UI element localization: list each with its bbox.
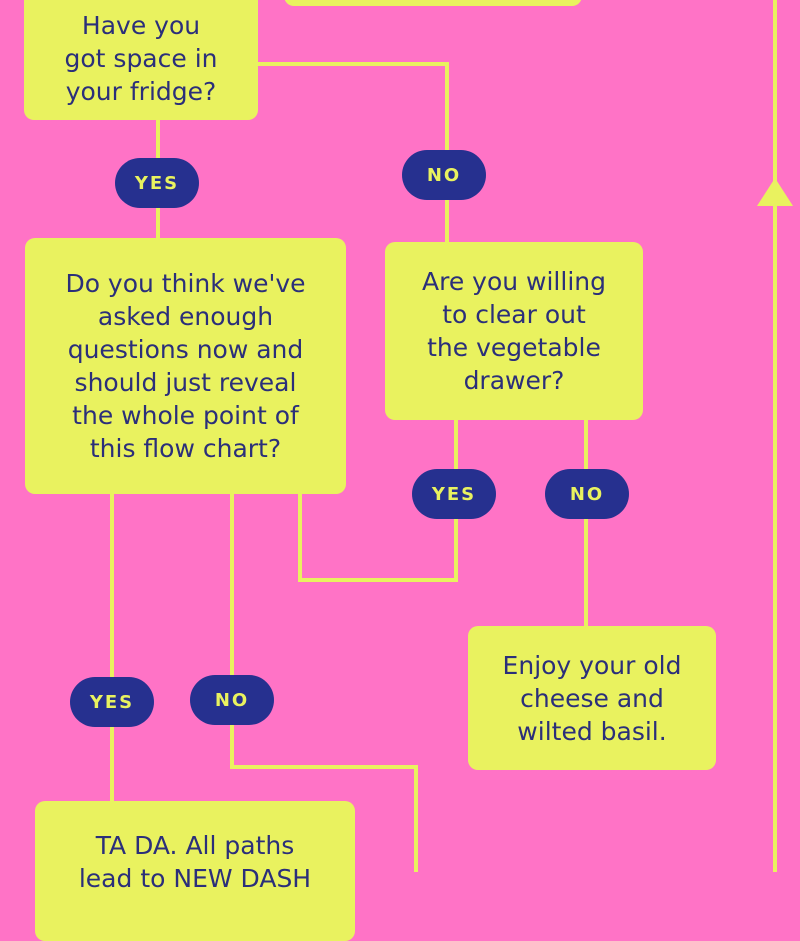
- no-label-fridge: NO: [402, 150, 486, 200]
- arrow-up-icon: [757, 178, 793, 206]
- yes-label-questions: YES: [70, 677, 154, 727]
- yes-label-drawer: YES: [412, 469, 496, 519]
- node-vegetable-drawer: Are you willing to clear out the vegetab…: [385, 242, 643, 420]
- top-partial-box: [284, 0, 582, 6]
- node-fridge-space: Have you got space in your fridge?: [24, 0, 258, 120]
- node-enough-questions: Do you think we've asked enough question…: [25, 238, 346, 494]
- connector-questions-no: [230, 490, 418, 872]
- yes-label-fridge: YES: [115, 158, 199, 208]
- node-old-cheese: Enjoy your old cheese and wilted basil.: [468, 626, 716, 770]
- no-label-drawer: NO: [545, 469, 629, 519]
- node-ta-da: TA DA. All paths lead to NEW DASH: [35, 801, 355, 941]
- no-label-questions: NO: [190, 675, 274, 725]
